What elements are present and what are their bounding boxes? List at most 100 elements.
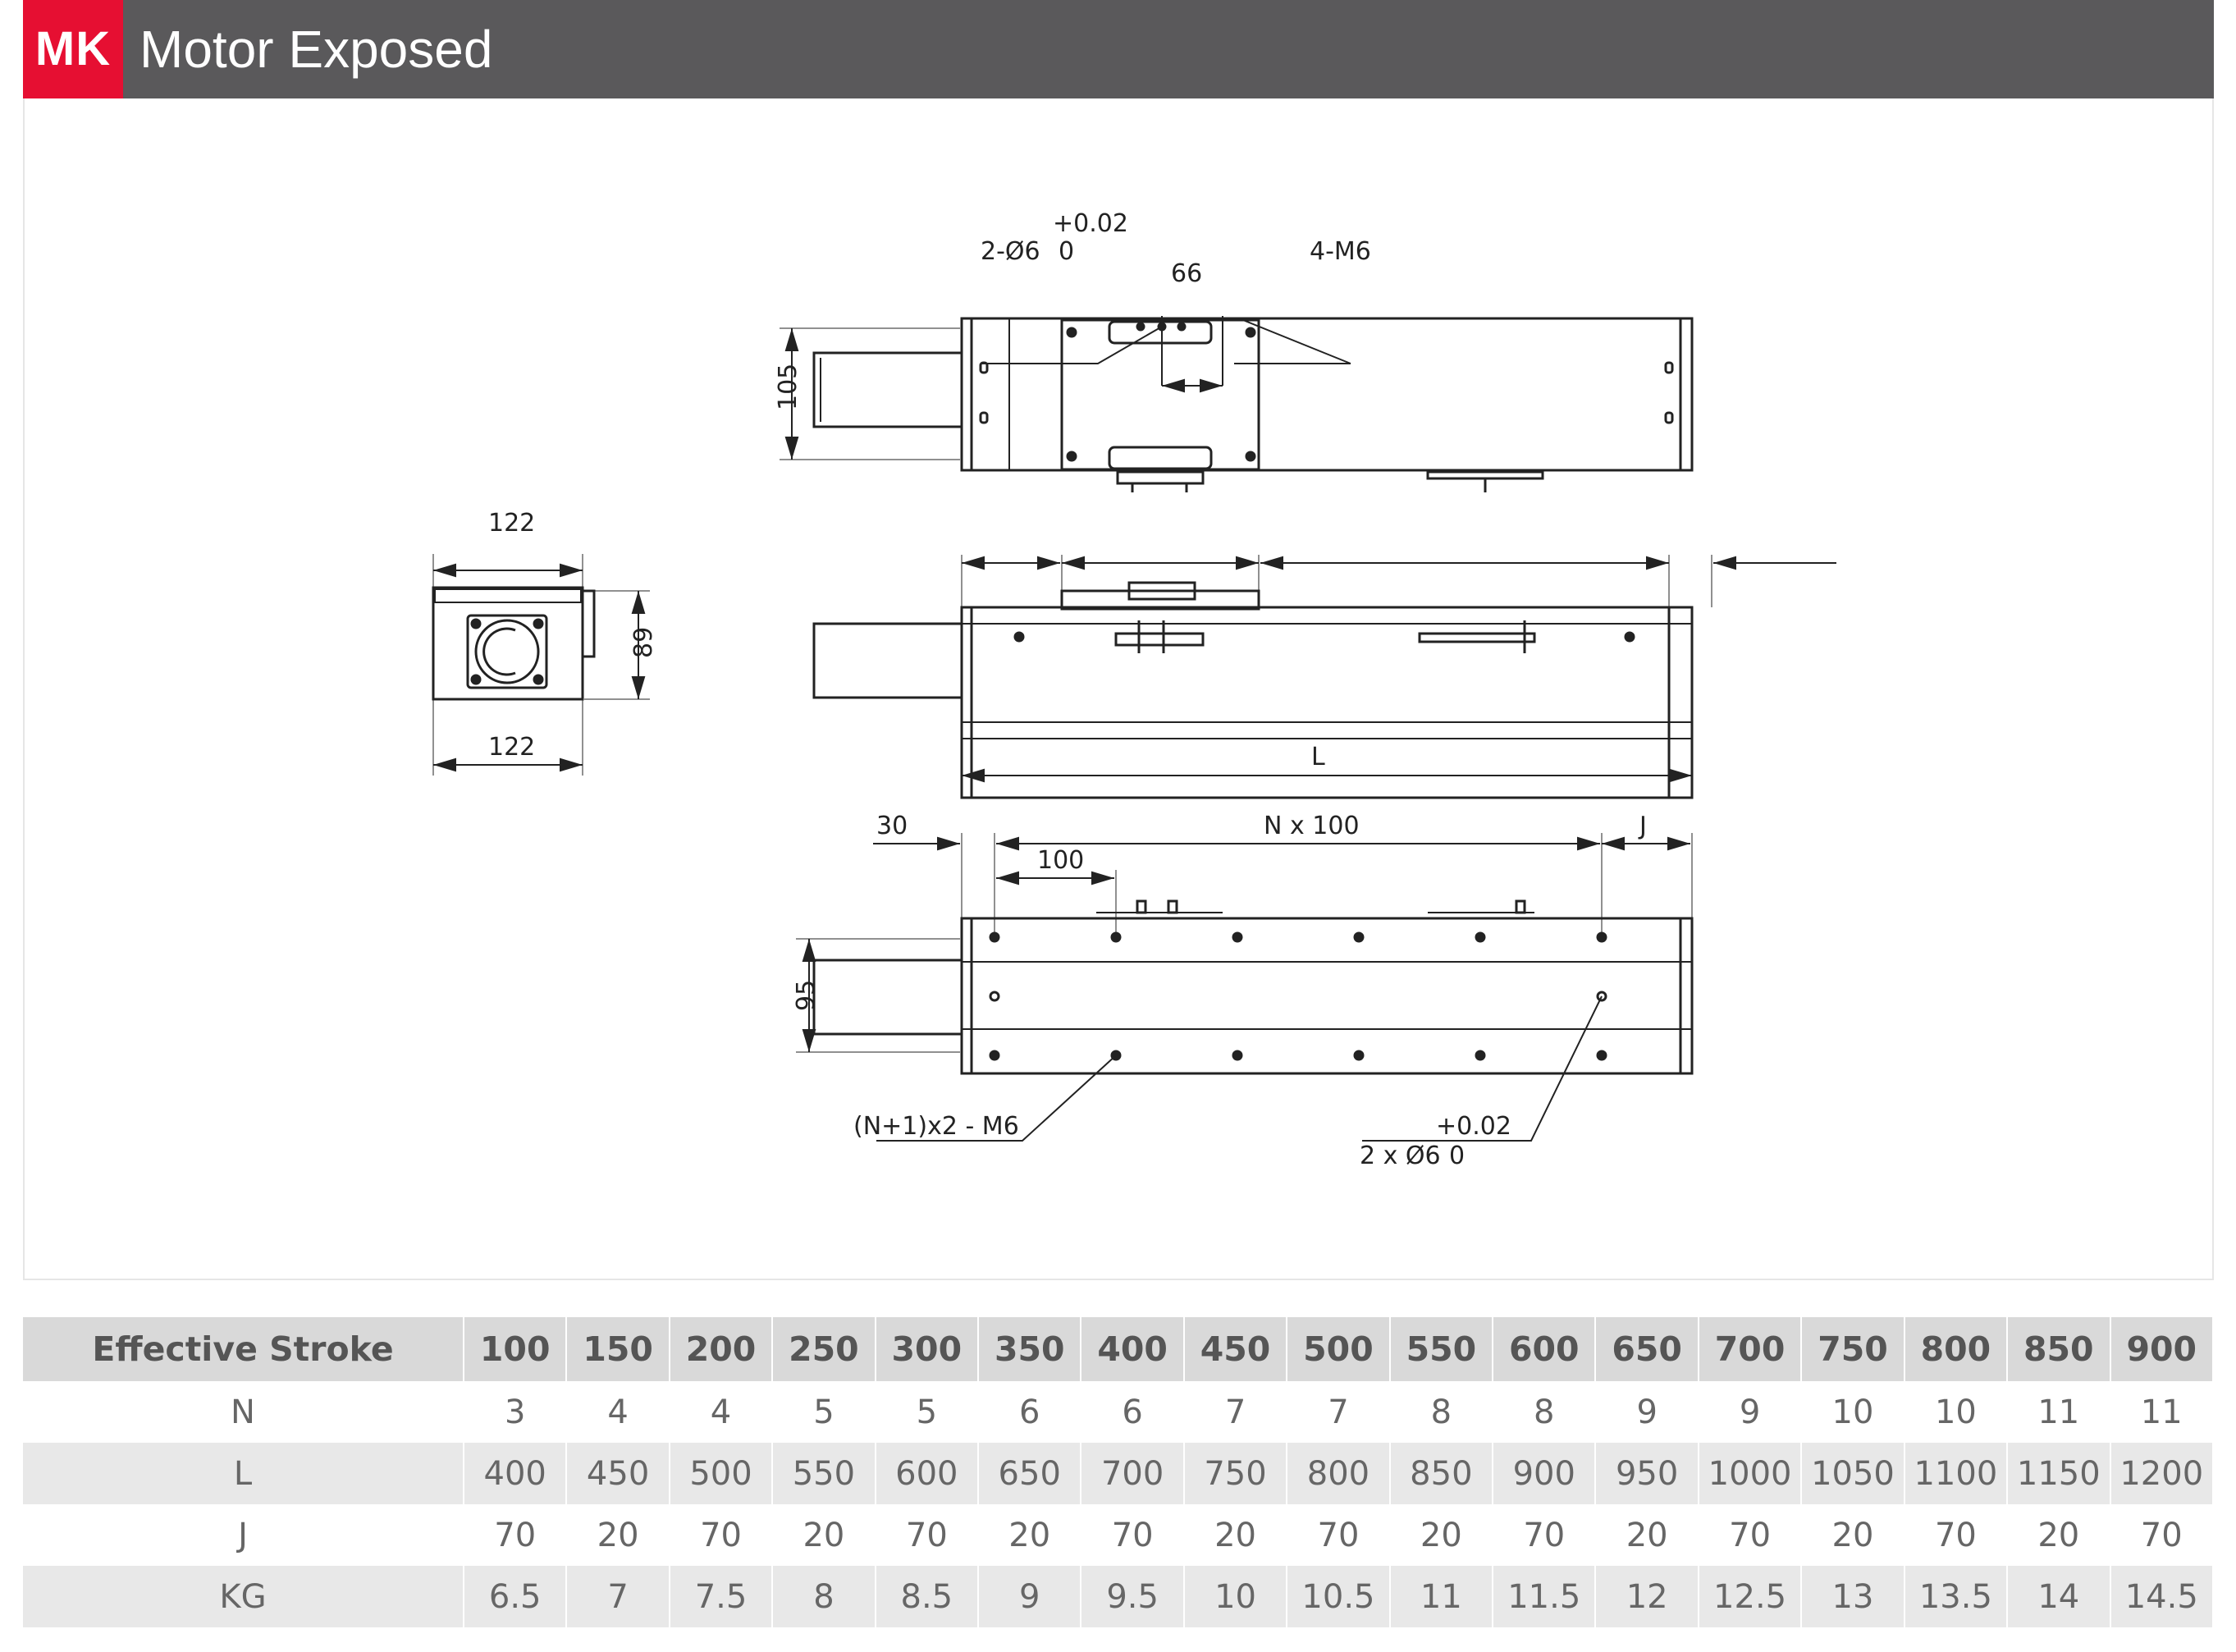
screw-label: 4-M6 xyxy=(1310,237,1371,266)
table-cell: 6.5 xyxy=(464,1566,568,1627)
page-title: Motor Exposed xyxy=(139,20,493,79)
table-cell: 900 xyxy=(1493,1443,1597,1504)
table-cell: 650 xyxy=(1595,1317,1699,1381)
pins-tolerance-lower: 0 xyxy=(1449,1142,1465,1170)
table-cell: 20 xyxy=(1595,1504,1699,1566)
table-cell: 8 xyxy=(772,1566,876,1627)
table-cell: 70 xyxy=(669,1504,774,1566)
table-cell: 850 xyxy=(2007,1317,2111,1381)
table-cell: 3 xyxy=(464,1381,568,1443)
table-cell: 20 xyxy=(1183,1504,1288,1566)
length-label: L xyxy=(1311,743,1325,771)
table-cell: 70 xyxy=(2110,1504,2214,1566)
table-cell: 11 xyxy=(1389,1566,1494,1627)
table-cell: 9 xyxy=(1595,1381,1699,1443)
table-cell: 300 xyxy=(875,1317,980,1381)
end-view xyxy=(432,554,650,776)
table-cell: 950 xyxy=(1595,1443,1699,1504)
table-cell: 10.5 xyxy=(1287,1566,1391,1627)
table-cell: 500 xyxy=(1287,1317,1391,1381)
table-cell: 6 xyxy=(978,1381,1082,1443)
page-header: MK Motor Exposed xyxy=(23,0,2214,98)
table-cell: 70 xyxy=(464,1504,568,1566)
table-cell: 12 xyxy=(1595,1566,1699,1627)
end-bottom-width-label: 122 xyxy=(488,733,535,762)
table-cell: 8 xyxy=(1493,1381,1597,1443)
table-cell: 5 xyxy=(772,1381,876,1443)
table-cell: 1050 xyxy=(1801,1443,1905,1504)
table-cell: 10 xyxy=(1904,1381,2009,1443)
table-cell: 9.5 xyxy=(1081,1566,1185,1627)
table-cell: 700 xyxy=(1698,1317,1803,1381)
table-cell: 800 xyxy=(1904,1317,2009,1381)
table-cell: 200 xyxy=(669,1317,774,1381)
bottom-view xyxy=(796,833,1694,1142)
table-cell: 20 xyxy=(1389,1504,1494,1566)
table-cell: 100 xyxy=(464,1317,568,1381)
table-cell: 750 xyxy=(1801,1317,1905,1381)
end-gap-label: J xyxy=(1638,812,1647,840)
drawing-svg: +0.02 2-Ø6 0 66 4-M6 105 122 122 89 L 30… xyxy=(432,209,1836,1170)
table-cell: 1000 xyxy=(1698,1443,1803,1504)
table-cell: 4 xyxy=(566,1381,670,1443)
table-cell: 70 xyxy=(1904,1504,2009,1566)
table-cell: 12.5 xyxy=(1698,1566,1803,1627)
table-cell: 1100 xyxy=(1904,1443,2009,1504)
table-cell: 700 xyxy=(1081,1443,1185,1504)
table-cell: 900 xyxy=(2110,1317,2214,1381)
screws-label: (N+1)x2 - M6 xyxy=(853,1112,1019,1141)
table-cell: 11 xyxy=(2007,1381,2111,1443)
row-label: Effective Stroke xyxy=(23,1317,464,1381)
table-cell: 20 xyxy=(1801,1504,1905,1566)
table-cell: 13.5 xyxy=(1904,1566,2009,1627)
table-cell: 7 xyxy=(566,1566,670,1627)
end-top-width-label: 122 xyxy=(488,509,535,538)
table-cell: 5 xyxy=(875,1381,980,1443)
table-cell: 1150 xyxy=(2007,1443,2111,1504)
table-cell: 70 xyxy=(1081,1504,1185,1566)
side-view xyxy=(812,555,1836,799)
table-cell: 8 xyxy=(1389,1381,1494,1443)
pin-tolerance-lower: 0 xyxy=(1059,237,1074,266)
model-badge: MK xyxy=(23,0,123,98)
pin-tolerance-upper: +0.02 xyxy=(1053,209,1128,238)
table-cell: 550 xyxy=(1389,1317,1494,1381)
table-cell: 10 xyxy=(1801,1381,1905,1443)
table-cell: 9 xyxy=(1698,1381,1803,1443)
table-cell: 9 xyxy=(978,1566,1082,1627)
table-cell: 14 xyxy=(2007,1566,2111,1627)
table-cell: 250 xyxy=(772,1317,876,1381)
table-cell: 400 xyxy=(464,1443,568,1504)
table-cell: 800 xyxy=(1287,1443,1391,1504)
table-cell: 20 xyxy=(2007,1504,2111,1566)
table-cell: 10 xyxy=(1183,1566,1288,1627)
pins-tolerance-upper: +0.02 xyxy=(1436,1112,1511,1141)
table-cell: 11 xyxy=(2110,1381,2214,1443)
top-width-label: 105 xyxy=(774,364,802,410)
table-cell: 20 xyxy=(566,1504,670,1566)
table-cell: 20 xyxy=(772,1504,876,1566)
table-cell: 7 xyxy=(1287,1381,1391,1443)
row-label: KG xyxy=(23,1566,464,1627)
table-cell: 150 xyxy=(566,1317,670,1381)
table-cell: 450 xyxy=(566,1443,670,1504)
table-cell: 500 xyxy=(669,1443,774,1504)
offset-label: 30 xyxy=(876,812,908,840)
row-label: N xyxy=(23,1381,464,1443)
pin-hole-label: 2-Ø6 xyxy=(981,237,1040,266)
technical-drawing: +0.02 2-Ø6 0 66 4-M6 105 122 122 89 L 30… xyxy=(23,98,2214,1280)
end-height-label: 89 xyxy=(629,627,658,658)
table-cell: 600 xyxy=(1493,1317,1597,1381)
table-cell: 13 xyxy=(1801,1566,1905,1627)
table-cell: 650 xyxy=(978,1443,1082,1504)
table-cell: 70 xyxy=(1287,1504,1391,1566)
row-label: L xyxy=(23,1443,464,1504)
table-cell: 8.5 xyxy=(875,1566,980,1627)
table-cell: 14.5 xyxy=(2110,1566,2214,1627)
